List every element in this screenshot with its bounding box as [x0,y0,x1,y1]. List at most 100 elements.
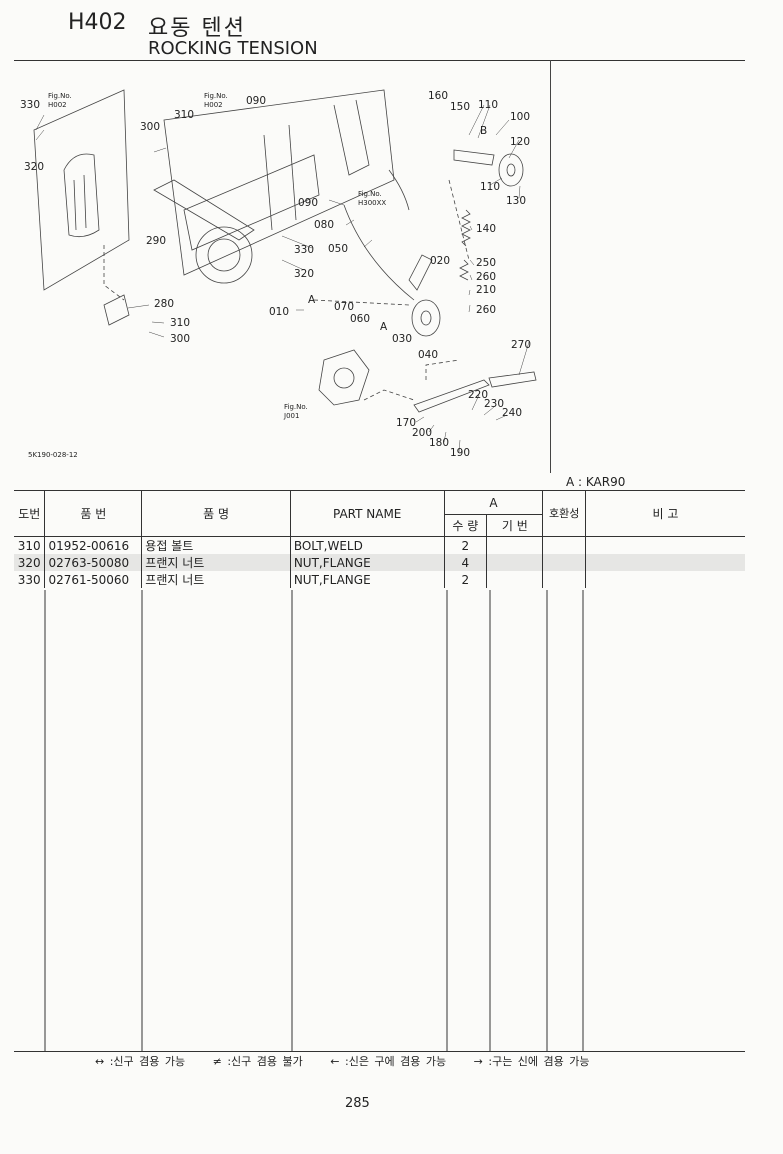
diagram-divider [550,60,551,473]
remarks-cell [585,554,745,571]
ref-no: 310 [14,536,46,554]
legend-item: ≠ :신구 겸용 불가 [212,1055,303,1068]
callout-050: 050 [328,243,348,255]
qty: 2 [443,571,488,588]
figref-j001: J001 [283,412,299,420]
callout-160: 160 [428,90,448,102]
figref-label: Fig.No. [48,92,72,100]
callout-220: 220 [468,389,488,401]
callout-090-top: 090 [246,95,266,107]
callout-300: 300 [140,121,160,133]
callout-320b: 320 [294,268,314,280]
section-code: H402 [68,10,127,35]
ref-no: 330 [14,571,46,588]
callout-200: 200 [412,427,432,439]
part-name-en: NUT,FLANGE [289,554,445,571]
part-name-ko: 프랜지 너트 [141,571,291,588]
header-base: 기 번 [486,514,544,537]
qty: 4 [443,554,488,571]
callout-320: 320 [24,161,44,173]
compatibility-legend: ↔ :신구 겸용 가능 ≠ :신구 겸용 불가 ← :신은 구에 겸용 가능 →… [95,1053,612,1069]
base-cell [486,554,544,571]
section-title-english: ROCKING TENSION [148,38,318,59]
part-name-en: NUT,FLANGE [289,571,445,588]
callout-130: 130 [506,195,526,207]
callout-140: 140 [476,223,496,235]
header-group-a: A [443,490,544,515]
callout-170: 170 [396,417,416,429]
header-interchange: 호환성 [542,490,586,537]
table-bottom-rule [14,1051,745,1052]
legend-item: → :구는 신에 겸용 가능 [473,1055,590,1068]
callout-310b: 310 [170,317,190,329]
callout-330: 330 [20,99,40,111]
callout-020: 020 [430,255,450,267]
figref-label: Fig.No. [204,92,228,100]
figref-h002-b: H002 [204,101,223,109]
callout-070: 070 [334,301,354,313]
callout-290: 290 [146,235,166,247]
ref-no: 320 [14,554,46,571]
callout-240: 240 [502,407,522,419]
callout-120: 120 [510,136,530,148]
section-title-korean: 요동 텐션 [148,16,246,41]
group-label-a-arrow: A [380,321,388,333]
legend-item: ↔ :신구 겸용 가능 [95,1055,186,1068]
callout-150: 150 [450,101,470,113]
model-label: A : KAR90 [566,475,626,489]
figref-label: Fig.No. [358,190,382,198]
callout-280: 280 [154,298,174,310]
part-name-en: BOLT,WELD [289,536,445,554]
callout-180: 180 [429,437,449,449]
header-part-name-en: PART NAME [289,490,445,537]
callout-040: 040 [418,349,438,361]
callout-260: 260 [476,271,496,283]
header-qty: 수 량 [443,514,488,537]
remarks-cell [585,571,745,588]
callout-330b: 330 [294,244,314,256]
callout-100: 100 [510,111,530,123]
base-cell [486,536,544,554]
interchange-cell [542,554,586,571]
callout-310: 310 [174,109,194,121]
callout-210: 210 [476,284,496,296]
figref-h300xx: H300XX [358,199,386,207]
header-part-name-ko: 품 명 [141,490,291,537]
callout-010: 010 [269,306,289,318]
part-name-ko: 프랜지 너트 [141,554,291,571]
callout-060: 060 [350,313,370,325]
header-ref-no: 도번 [14,490,46,537]
callout-260b: 260 [476,304,496,316]
callout-270: 270 [511,339,531,351]
header-rule [14,60,745,61]
part-name-ko: 용접 볼트 [141,536,291,554]
callout-190: 190 [450,447,470,459]
group-label-a: A [308,294,316,306]
table-column-lines [44,590,584,1051]
callout-300b: 300 [170,333,190,345]
page-number: 285 [345,1096,370,1111]
base-cell [486,571,544,588]
remarks-cell [585,536,745,554]
group-label-b: B [480,125,487,137]
callout-030: 030 [392,333,412,345]
callout-250: 250 [476,257,496,269]
callout-110: 110 [478,99,498,111]
part-no: 02763-50080 [44,554,143,571]
figref-label: Fig.No. [284,403,308,411]
table-row: 320 02763-50080 프랜지 너트 NUT,FLANGE 4 [14,554,745,571]
figref-h002-a: H002 [48,101,67,109]
callout-230: 230 [484,398,504,410]
legend-item: ← :신은 구에 겸용 가능 [330,1055,447,1068]
callout-090: 090 [298,197,318,209]
qty: 2 [443,536,488,554]
callout-110b: 110 [480,181,500,193]
parts-table: 도번 품 번 품 명 PART NAME A 호환성 비 고 수 량 기 번 3… [14,490,745,588]
table-row: 310 01952-00616 용접 볼트 BOLT,WELD 2 [14,536,745,554]
exploded-parts-diagram: 330 310 300 320 290 090 090 080 050 330 … [20,89,537,459]
header-remarks: 비 고 [585,490,745,537]
drawing-id: 5K190-028-12 [28,451,78,459]
interchange-cell [542,571,586,588]
part-no: 01952-00616 [44,536,143,554]
header-part-no: 품 번 [44,490,143,537]
